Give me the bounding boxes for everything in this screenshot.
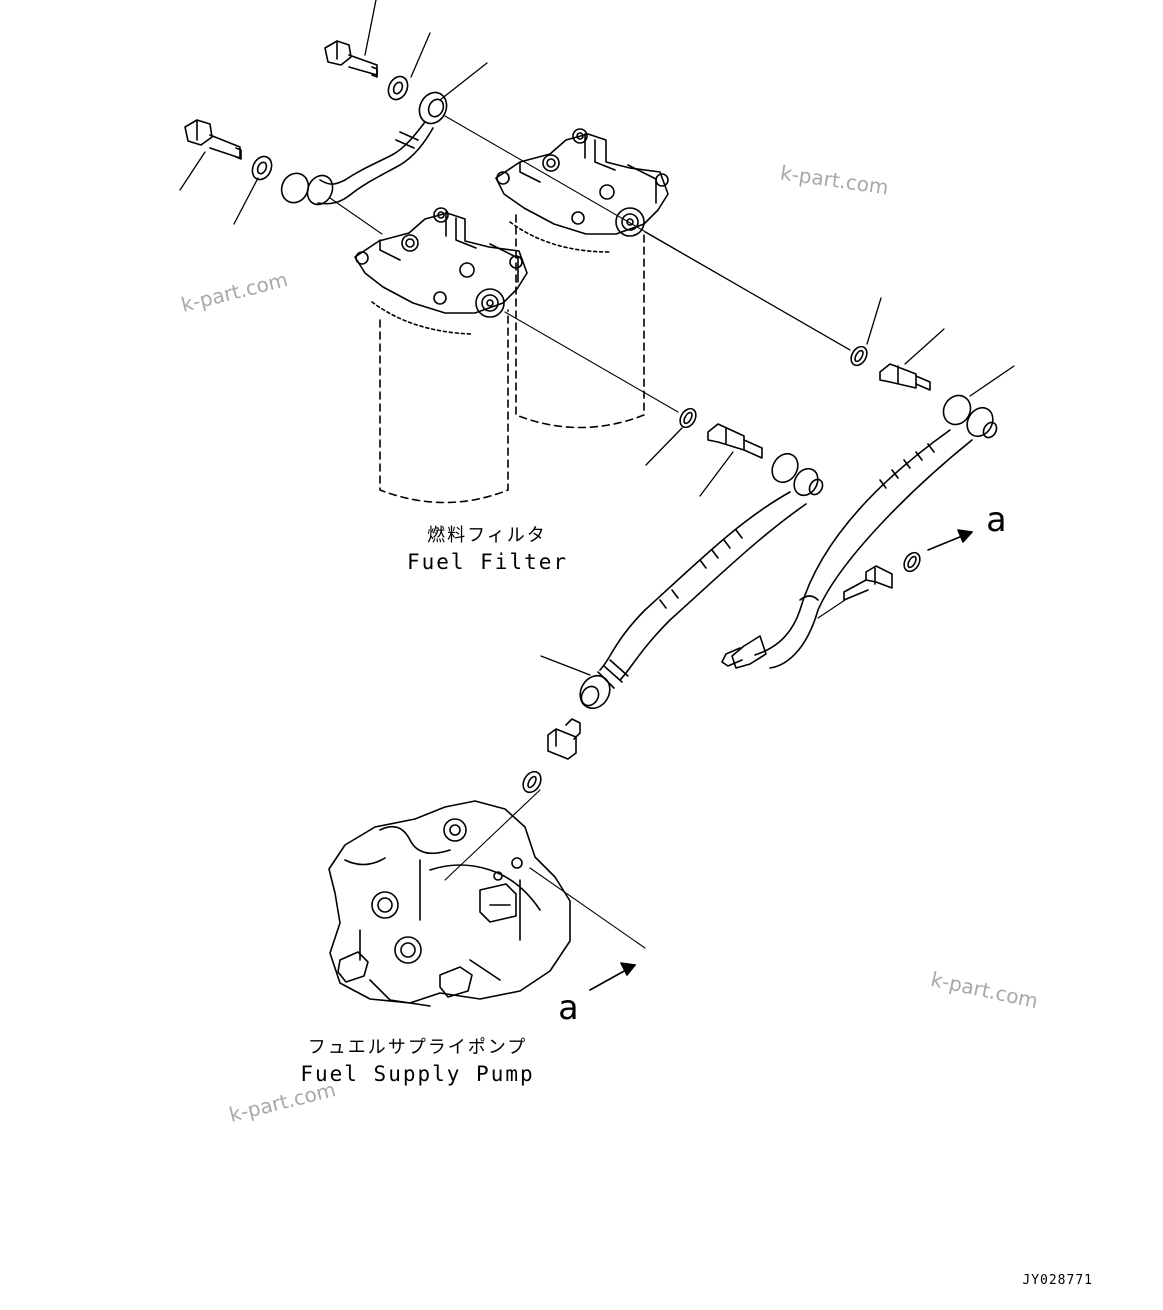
- supply-pump-label-en: Fuel Supply Pump: [300, 1062, 535, 1086]
- connector-right: [879, 363, 931, 391]
- o-ring-right: [850, 345, 868, 367]
- view-arrow-upper: [927, 529, 973, 551]
- fuel-filter-front: [354, 207, 528, 504]
- fuel-filter-label-en: Fuel Filter: [406, 550, 569, 574]
- elbow-connector: [817, 551, 921, 619]
- washer-lower: [251, 155, 273, 181]
- drawing-code: JY028771: [1022, 1273, 1093, 1288]
- o-ring-left: [679, 407, 697, 429]
- supply-pump-label-jp: フュエルサプライポンプ: [307, 1037, 528, 1058]
- fuel-supply-pump: [328, 800, 571, 1007]
- fuel-filter-rear: [495, 128, 669, 429]
- connector-pump: [547, 718, 581, 760]
- view-marker-upper: a: [986, 500, 1007, 540]
- connector-left: [707, 423, 763, 459]
- leader-lines: [179, 0, 1015, 676]
- washer-upper: [387, 75, 409, 101]
- view-marker-lower: a: [558, 988, 579, 1028]
- fuel-tube-upper: [280, 91, 448, 206]
- banjo-bolt-upper: [324, 40, 378, 78]
- banjo-bolt-lower: [184, 119, 242, 160]
- fuel-filter-label-jp: 燃料フィルタ: [427, 525, 547, 546]
- view-arrow-lower: [589, 962, 636, 991]
- fuel-hose-left: [579, 452, 824, 710]
- fuel-hose-right: [721, 394, 998, 669]
- o-ring-pump: [522, 770, 542, 794]
- projection-lines: [329, 115, 851, 949]
